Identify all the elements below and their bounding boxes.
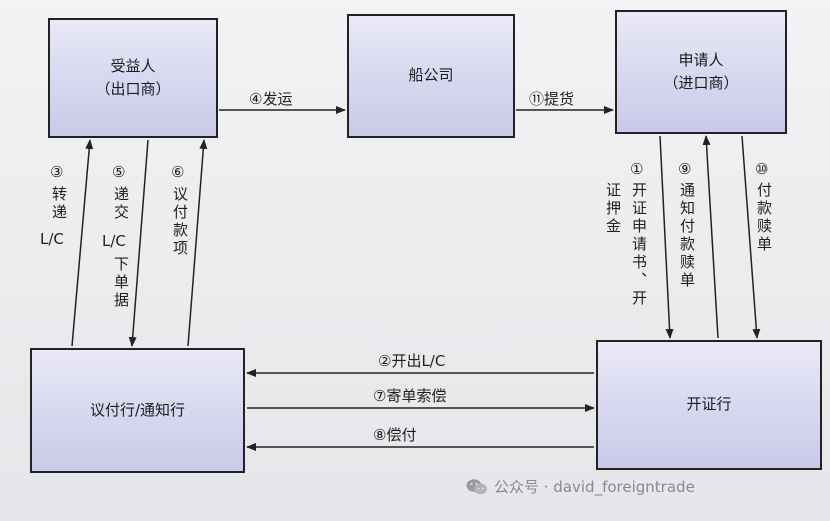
- arrow-step-9: [702, 135, 719, 339]
- label-step-6-text: 议付款项: [171, 186, 189, 258]
- label-step-3-text: 转递: [50, 186, 68, 222]
- label-step-10-num: ⑩: [755, 160, 769, 178]
- label-step-4-num: ④: [249, 90, 263, 108]
- arrow-step-5: [128, 139, 149, 347]
- label-step-8-text: 偿付: [386, 426, 417, 444]
- label-step-8: ⑧偿付: [373, 424, 416, 445]
- watermark: 公众号 · david_foreigntrade: [466, 476, 695, 497]
- label-step-7: ⑦寄单索偿: [373, 385, 446, 406]
- label-step-5-docs: 下单据: [112, 256, 130, 310]
- label-step-7-text: 寄单索偿: [386, 387, 447, 405]
- label-step-2-num: ②: [378, 352, 392, 370]
- label-step-1-text: 开证申请书、开: [630, 182, 648, 308]
- label-step-2-text: 开出L/C: [391, 352, 446, 370]
- label-step-10-text: 付款赎单: [755, 182, 773, 254]
- label-step-6-num: ⑥: [171, 163, 185, 181]
- label-step-1-text2: 证押金: [604, 182, 622, 236]
- node-beneficiary-name: 受益人: [110, 56, 156, 75]
- label-step-3-num: ③: [50, 163, 64, 181]
- label-step-4: ④发运: [249, 88, 292, 109]
- label-step-8-num: ⑧: [373, 426, 387, 444]
- label-step-2: ②开出L/C: [378, 350, 445, 371]
- node-issuing-name: 开证行: [686, 395, 732, 414]
- label-step-7-num: ⑦: [373, 387, 387, 405]
- node-issuing-bank: 开证行: [596, 340, 822, 470]
- label-step-1-num: ①: [630, 160, 644, 178]
- label-step-3-lc: L/C: [40, 230, 64, 248]
- label-step-4-text: 发运: [262, 90, 293, 108]
- watermark-text: 公众号 · david_foreigntrade: [494, 478, 695, 496]
- node-shipping-company: 船公司: [347, 14, 515, 138]
- node-negotiating-bank: 议付行/通知行: [30, 348, 245, 473]
- arrow-step-10: [741, 135, 761, 339]
- label-step-5-text: 递交: [112, 186, 130, 222]
- node-shipping-name: 船公司: [408, 66, 454, 85]
- node-beneficiary: 受益人 （出口商）: [48, 18, 218, 138]
- label-step-11-num: ⑪: [529, 90, 545, 108]
- label-step-5-lc: L/C: [102, 232, 126, 250]
- node-beneficiary-sub: （出口商）: [95, 80, 171, 98]
- label-step-5-num: ⑤: [112, 163, 126, 181]
- arrow-step-1: [659, 135, 674, 339]
- arrow-step-6: [187, 139, 208, 347]
- node-applicant: 申请人 （进口商）: [615, 10, 787, 134]
- label-step-11: ⑪提货: [529, 88, 574, 109]
- label-step-9-num: ⑨: [678, 160, 692, 178]
- node-applicant-sub: （进口商）: [663, 74, 739, 92]
- label-step-11-text: 提货: [544, 90, 575, 108]
- node-applicant-name: 申请人: [678, 50, 724, 69]
- node-negotiating-name: 议付行/通知行: [89, 400, 186, 419]
- label-step-9-text: 通知付款赎单: [678, 182, 696, 290]
- arrow-step-3: [71, 139, 94, 347]
- wechat-icon: [466, 478, 487, 494]
